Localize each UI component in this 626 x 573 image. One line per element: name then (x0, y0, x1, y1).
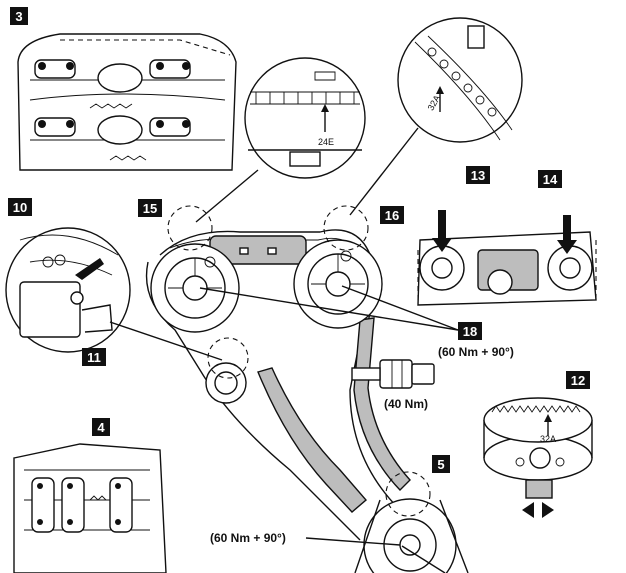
svg-text:3: 3 (15, 9, 22, 24)
camshaft-sprocket-left (150, 205, 240, 333)
callout-5: 5 (432, 455, 450, 473)
svg-text:18: 18 (463, 324, 477, 339)
callout-12: 12 (566, 371, 590, 389)
slide-rail (353, 317, 411, 492)
callout-4: 4 (92, 418, 110, 436)
timing-mark-32a-adjuster: 32A (540, 434, 556, 444)
svg-text:11: 11 (87, 350, 101, 365)
callout-15: 15 (138, 199, 162, 217)
camshaft-adjuster-view (417, 210, 597, 306)
svg-text:16: 16 (385, 208, 399, 223)
svg-text:5: 5 (437, 457, 444, 472)
callout-13: 13 (466, 166, 490, 184)
camshaft-sprocket-right (293, 205, 383, 329)
svg-text:4: 4 (97, 420, 105, 435)
tensioner-detail (5, 227, 223, 361)
callout-16: 16 (380, 206, 404, 224)
engine-block-view (13, 443, 167, 573)
torque-crank-bolt: (60 Nm + 90°) (210, 531, 286, 545)
timing-mark-zoom-right (349, 17, 523, 216)
crankshaft-sprocket (354, 471, 469, 573)
callout-11: 11 (82, 348, 106, 366)
timing-mark-zoom-left (195, 57, 366, 223)
callout-10: 10 (8, 198, 32, 216)
callout-18: 18 (458, 322, 482, 340)
svg-text:13: 13 (471, 168, 485, 183)
timing-mark-24e: 24E (318, 137, 334, 147)
cylinder-head-top-view (17, 33, 237, 171)
tensioner-rail (257, 367, 367, 513)
torque-camshaft-bolts: (60 Nm + 90°) (438, 345, 514, 359)
camshaft-adjuster (483, 397, 593, 518)
svg-text:14: 14 (543, 172, 558, 187)
callout-3: 3 (10, 7, 28, 25)
svg-text:12: 12 (571, 373, 585, 388)
chain-tensioner (351, 359, 435, 389)
torque-tensioner: (40 Nm) (384, 397, 428, 411)
callout-14: 14 (538, 170, 562, 188)
svg-text:10: 10 (13, 200, 27, 215)
intermediate-sprocket (205, 337, 249, 404)
svg-text:15: 15 (143, 201, 157, 216)
